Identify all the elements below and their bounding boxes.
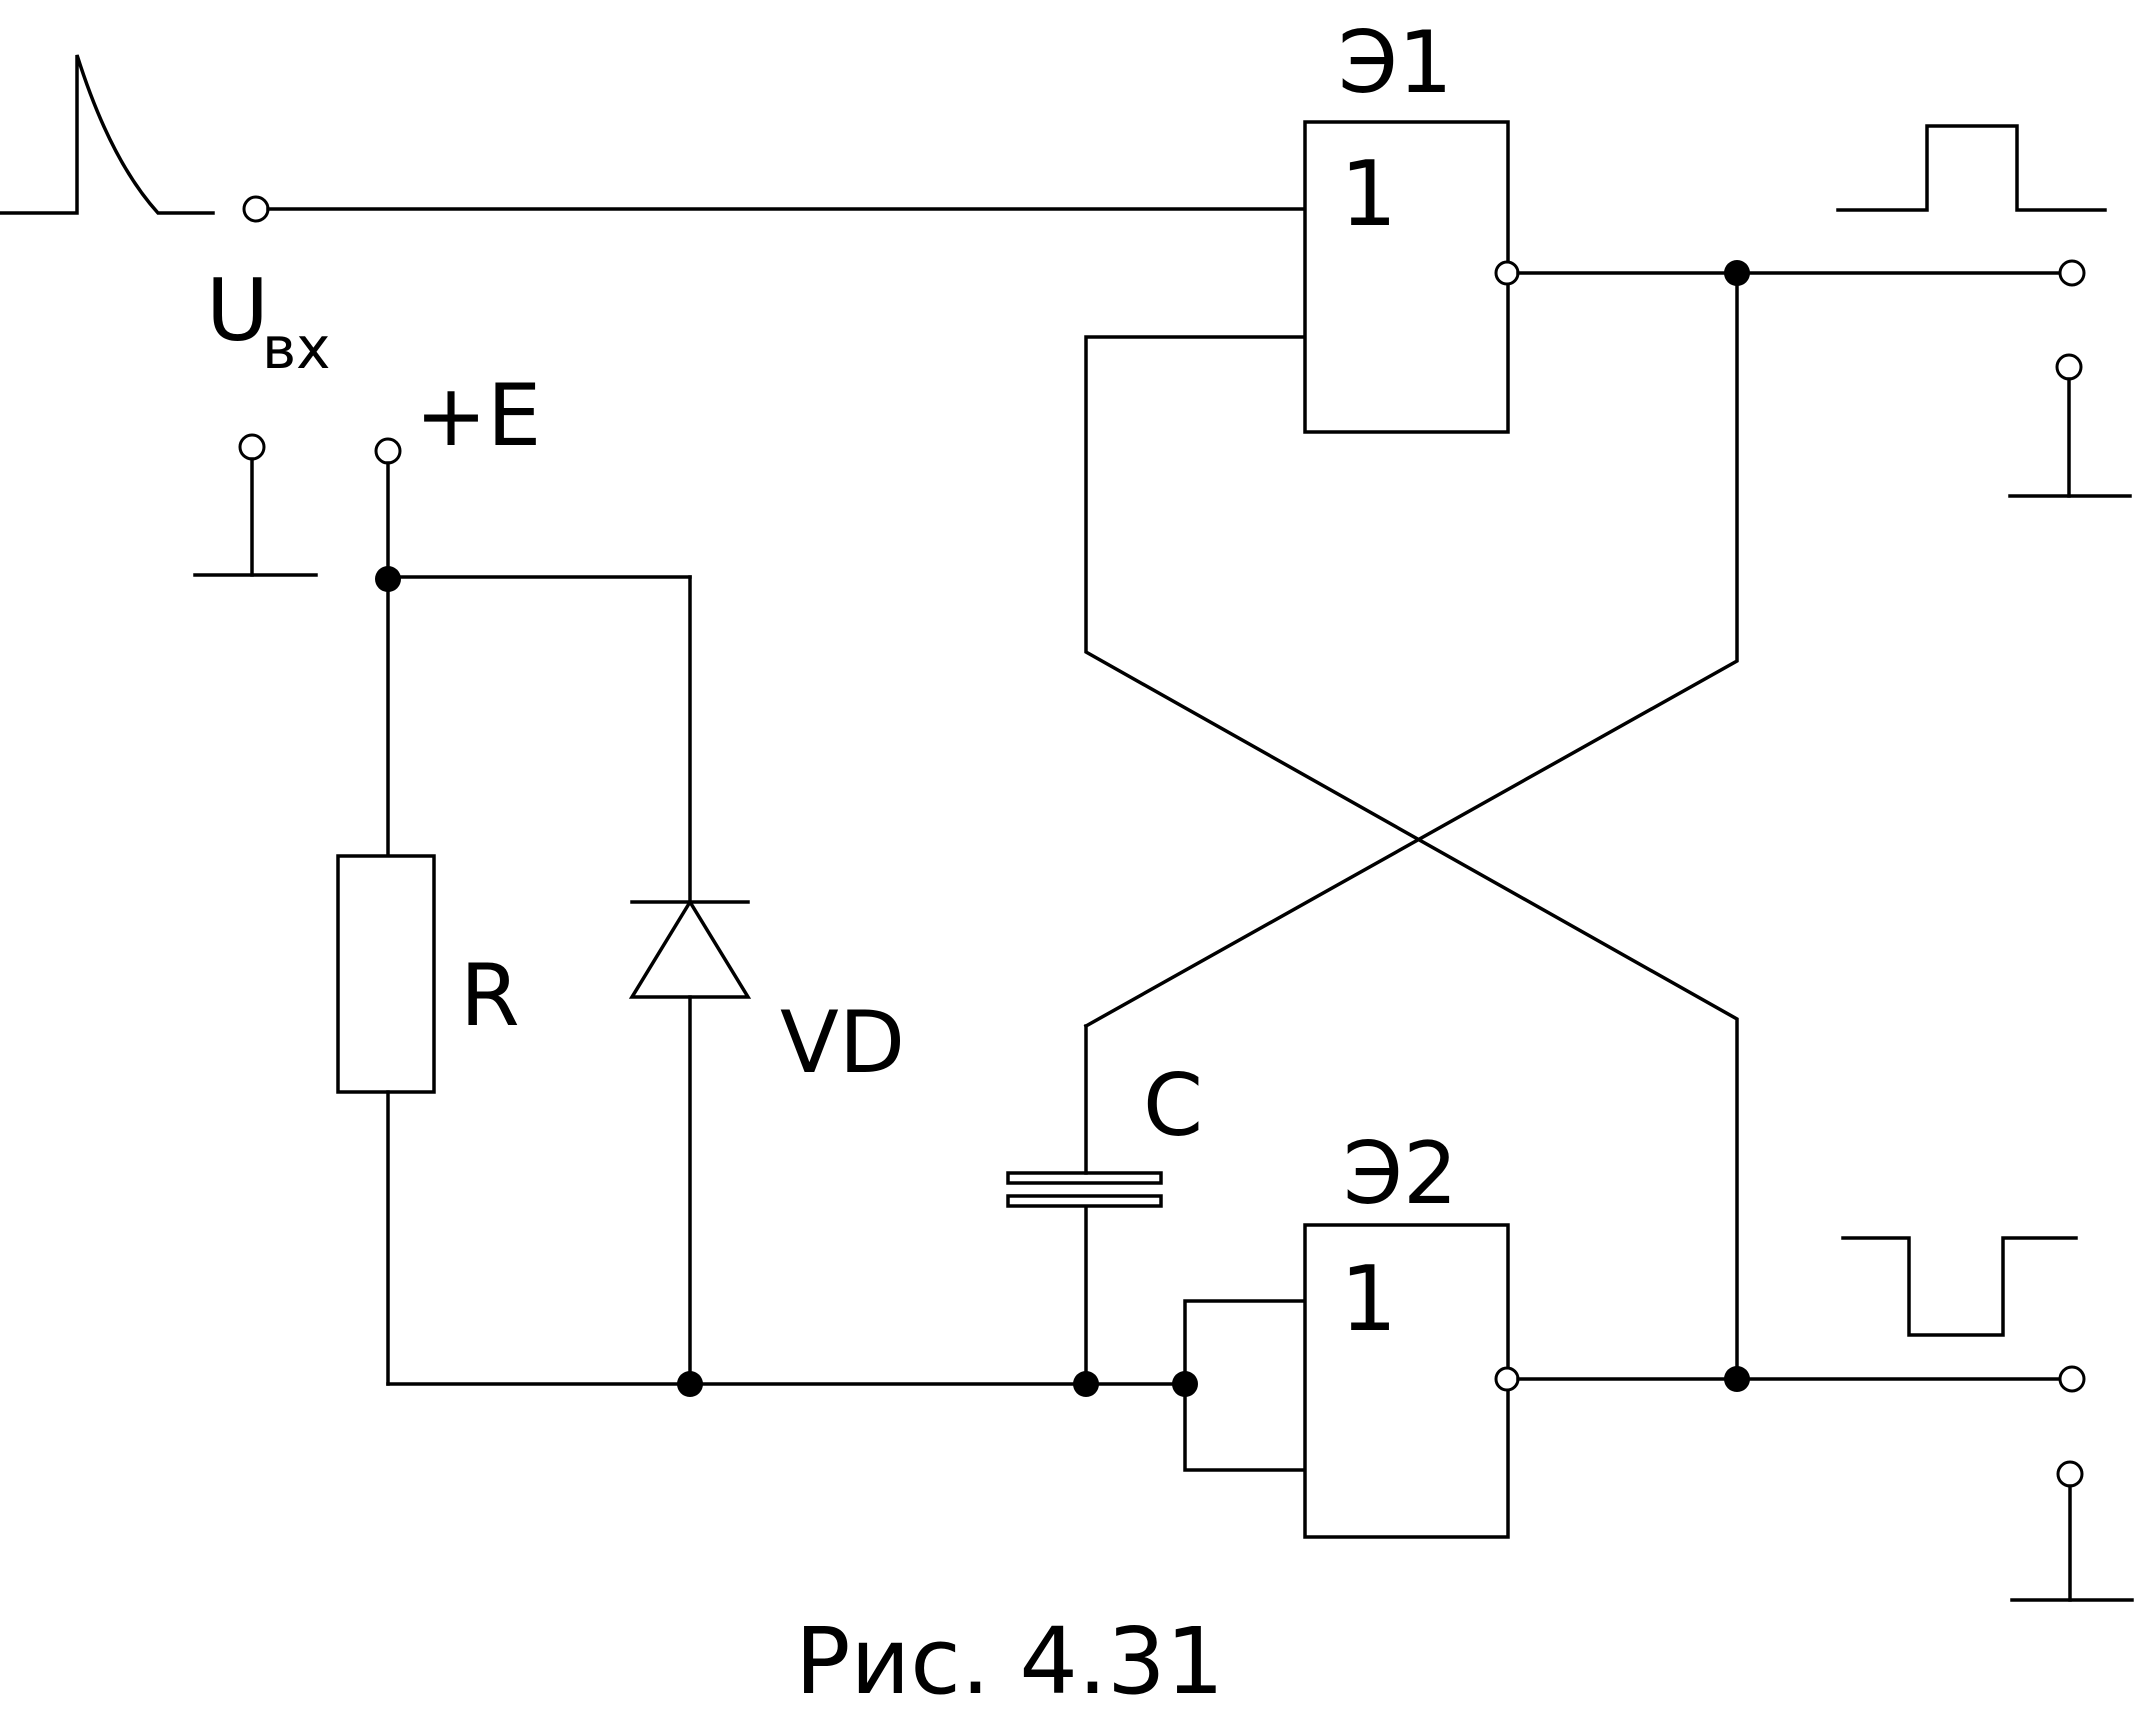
figure-caption: Рис. 4.31 [795,1608,1224,1715]
resistor-body [336,854,436,1094]
gate1-function-label: 1 [1340,142,1397,247]
gate-e2-inverting-output [1494,1366,1520,1392]
supply-label: +E [415,366,541,466]
gate2-tied-inputs-wire [1183,1299,1307,1472]
output1-pulse-waveform [1836,124,2107,212]
gate-e2-body [1303,1223,1510,1539]
input-voltage-subscript: вх [262,314,331,382]
ground-terminal-output2[interactable] [2056,1460,2084,1488]
supply-terminal[interactable] [374,437,402,465]
gate2-name-label: Э2 [1343,1124,1458,1224]
input-terminal[interactable] [242,195,270,223]
diode-label: VD [780,993,905,1093]
ground-symbol-output1 [2008,353,2132,498]
capacitor-label: C [1143,1056,1203,1156]
gate2-function-label: 1 [1340,1247,1397,1352]
output2-pulse-waveform [1841,1236,2078,1337]
junction-output1 [1724,260,1750,286]
capacitor-symbol [1006,1171,1163,1208]
diode-symbol [628,898,752,999]
feedback-wire-to-gate1-input [1084,335,1739,1381]
input-voltage-label: U [206,261,269,361]
gate-e2 [1303,1223,1520,1539]
junction-output2 [1724,1366,1750,1392]
ground-symbol-left [193,433,318,577]
junction-diode-bottom [677,1371,703,1397]
gate1-name-label: Э1 [1338,13,1453,113]
gate-e1-body [1303,120,1510,434]
input-pulse-waveform [0,54,215,215]
ground-terminal-output1[interactable] [2055,353,2083,381]
output1-terminal[interactable] [2058,259,2086,287]
resistor-label: R [460,946,520,1046]
gate-e1 [1303,120,1520,434]
gate-e1-inverting-output [1494,260,1520,286]
output2-terminal[interactable] [2058,1365,2086,1393]
ground-symbol-output2 [2010,1460,2134,1602]
ground-terminal-left[interactable] [238,433,266,461]
feedback-wire-from-gate1-output [1083,272,1739,1029]
